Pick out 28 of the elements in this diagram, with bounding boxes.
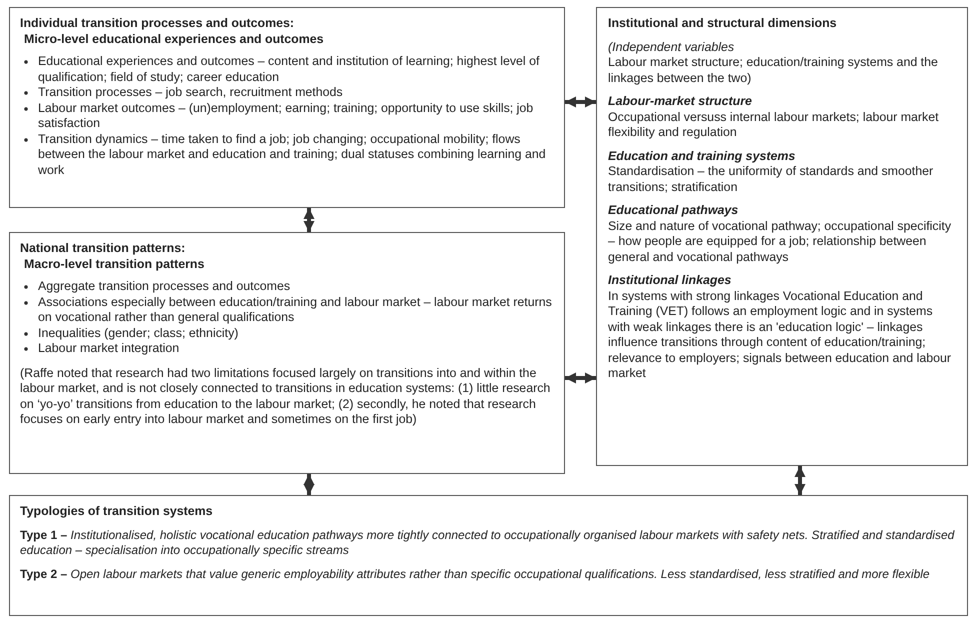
double-arrow [794,466,806,495]
type-description: Type 2 – Open labour markets that value generic employability attributes rather than specific occupational qualifications. Less standardised, less stratified and more flexible [20,566,931,582]
box-subheading: Macro-level transition patterns [23,256,206,272]
box-subheading: Micro-level educational experiences and outcomes [23,32,325,47]
type-description: Type 1 – Institutionalised, holistic vocational education pathways more tightly connected to occupationally organised labour markets with safety nets. Stratified and standardised education – specialisation into occupationally specific streams [20,528,956,558]
box-heading: Typologies of transition systems [20,504,214,520]
section-heading: Institutional linkages [608,273,732,288]
double-arrow [565,96,596,108]
double-arrow [304,208,314,232]
section-heading: Educational pathways [608,203,740,218]
content-box [596,7,968,466]
content-box [9,495,968,616]
box-heading: National transition patterns: [20,241,186,256]
double-arrow [565,372,596,384]
section-heading: Education and training systems [608,148,796,164]
note-text: (Raffe noted that research had two limitations focused largely on transitions into and within the labour market, and is not closely connected to transitions in education systems: (1) little research on ‘yo-yo’ transitions from education to the labour market; (2) secondly, he noted that research focuses on early entry into labour market and sometimes on the first job) [20,366,552,428]
body-text: In systems with strong linkages Vocational Education and Training (VET) follows an employment logic and in systems with weak linkages there is an 'education logic' – linkages influence transitions through content of education/training; relevance to employers; signals between education and labour market [608,288,952,382]
body-text: Labour market structure; education/training systems and the linkages between the two) [608,55,939,86]
body-text: Size and nature of vocational pathway; occupational specificity – how people are equipped for a job; relationship between general and vocational pathways [608,218,952,265]
double-arrow [304,474,314,495]
box-heading: Individual transition processes and outcomes: [20,16,296,32]
body-text: (Independent variables [608,40,736,55]
body-text: Standardisation – the uniformity of standards and smoother transitions; stratification [608,164,934,195]
content-box [9,232,565,474]
content-box [9,7,565,208]
body-text: Occupational versuss internal labour markets; labour market flexibility and regulation [608,110,940,140]
section-heading: Labour-market structure [608,94,753,110]
box-heading: Institutional and structural dimensions [608,16,838,32]
